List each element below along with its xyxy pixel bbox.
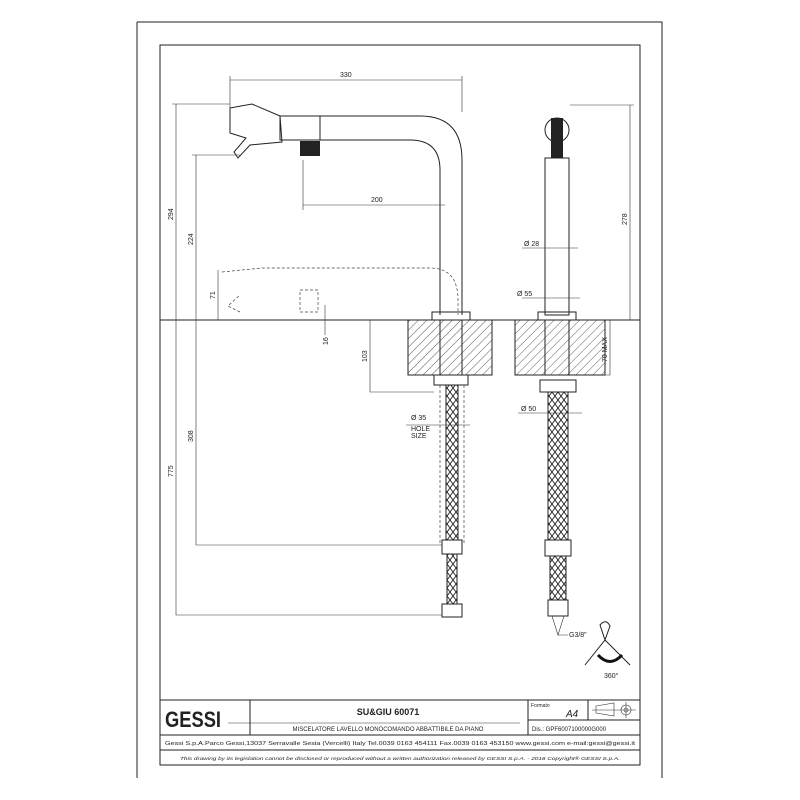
dim-200: 200 [371, 197, 383, 204]
drawing-number: Dis.: GPF6007100000G000 [532, 727, 607, 733]
dim-224: 224 [188, 233, 195, 245]
knurled-ring [300, 141, 320, 156]
hole-label-2: SIZE [411, 433, 427, 440]
dim-16: 16 [323, 337, 330, 345]
dim-71: 71 [210, 291, 217, 299]
product-subtitle: MISCELATORE LAVELLO MONOCOMANDO ABBATTIB… [293, 727, 484, 733]
thread-label: G3/8" [569, 632, 587, 639]
dim-278: 278 [622, 213, 629, 225]
company-address: Gessi S.p.A.Parco Gessi,13037 Serravalle… [165, 741, 636, 747]
front-view [514, 117, 631, 666]
dim-330: 330 [340, 72, 352, 79]
rotation-label: 360° [604, 672, 619, 680]
dim-70max: 70 MAX [602, 337, 609, 362]
side-view [221, 103, 493, 618]
format-value: A4 [565, 709, 579, 720]
copyright-disclaimer: This drawing by its legislation cannot b… [180, 755, 620, 762]
dim-103: 103 [362, 350, 369, 362]
dim-dia50: Ø 50 [521, 406, 536, 413]
lever-handle [229, 103, 283, 159]
dim-hole-diameter: Ø 35 [411, 415, 426, 422]
sheet-frame [136, 21, 663, 778]
format-label: Formato [531, 703, 550, 709]
title-block: GESSI SU&GIU 60071 MISCELATORE LAVELLO M… [160, 699, 640, 762]
rotation-icon [584, 621, 631, 666]
product-title: SU&GIU 60071 [357, 707, 420, 717]
gessi-logo: GESSI [165, 707, 221, 732]
dim-dia55: Ø 55 [517, 291, 532, 298]
dim-294: 294 [168, 208, 175, 220]
dim-775: 775 [168, 465, 175, 477]
dim-dia28: Ø 28 [524, 241, 539, 248]
dim-308: 308 [188, 430, 195, 442]
hole-label-1: HOLE [411, 426, 430, 433]
projection-symbol-icon [592, 702, 636, 718]
dimension-lines [172, 76, 634, 616]
